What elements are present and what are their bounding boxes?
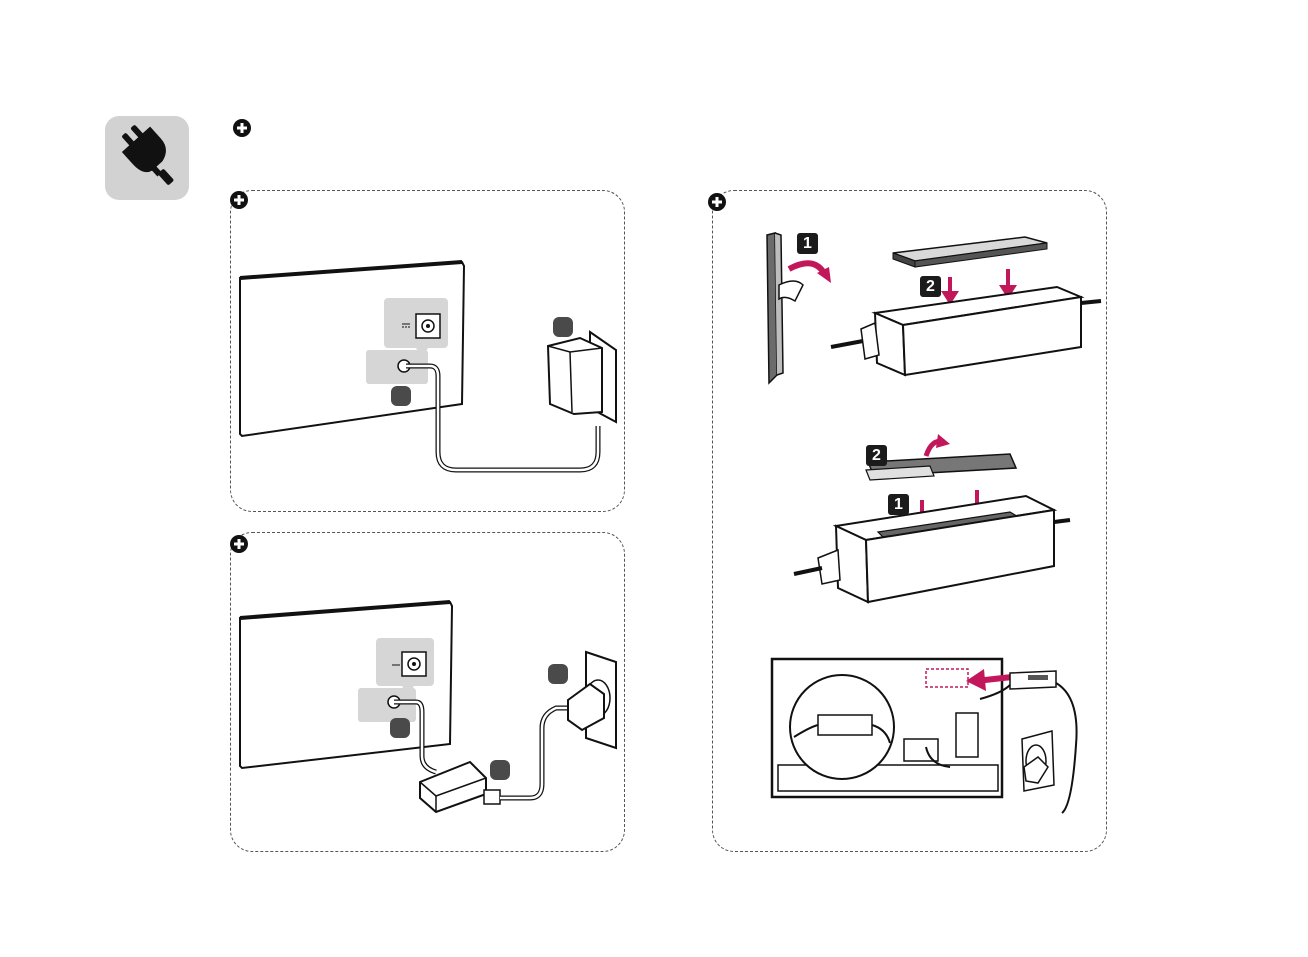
step-badge: 2 — [866, 445, 887, 466]
step-badge: 1 — [797, 233, 818, 254]
step-badge: 2 — [920, 276, 941, 297]
plus-circle-icon — [233, 119, 251, 137]
tv-adapter-wall-illustration — [230, 190, 625, 512]
tv-adapter-cable-illustration — [230, 532, 625, 852]
tape-attach-illustration — [770, 430, 1100, 610]
step-badge: 1 — [888, 494, 909, 515]
tv-back-mounted-adapter-illustration — [770, 655, 1100, 825]
plus-circle-icon — [708, 193, 726, 211]
power-plug-icon — [105, 116, 189, 200]
